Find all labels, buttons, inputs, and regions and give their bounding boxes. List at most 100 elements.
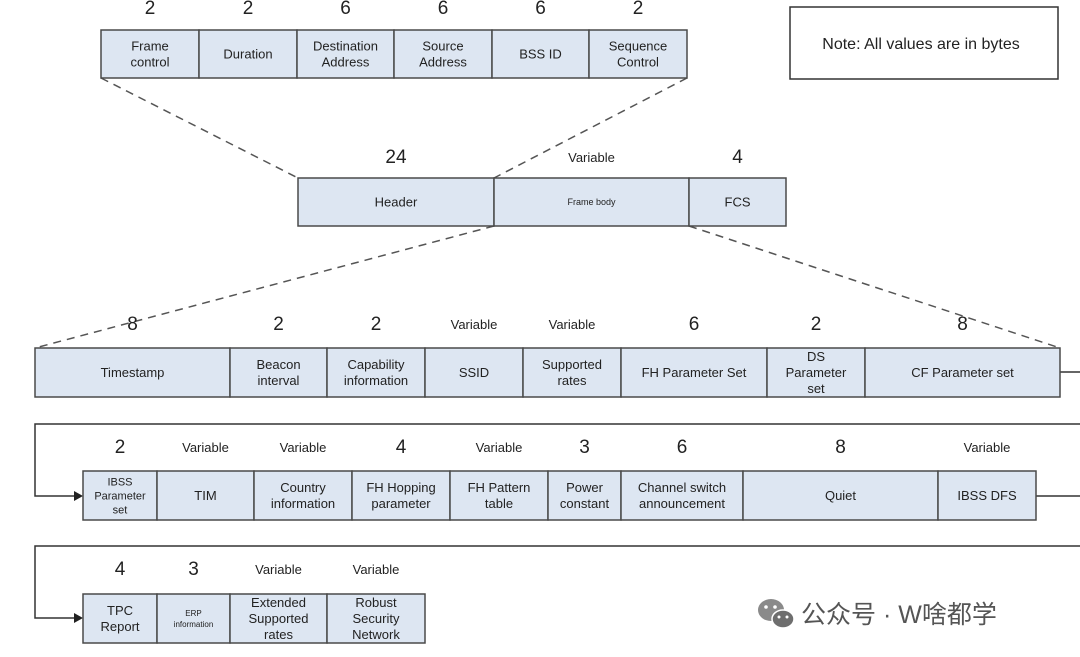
- field-size-label: Variable: [549, 317, 596, 332]
- field-size-label: 24: [385, 147, 407, 168]
- field-label: Parameter: [786, 365, 847, 380]
- field-box: [393, 29, 493, 79]
- field-label: Sequence: [609, 39, 668, 54]
- field-box: [229, 347, 328, 398]
- field-size-label: Variable: [182, 440, 229, 455]
- field-label: Duration: [223, 47, 272, 62]
- field-box: [449, 470, 549, 521]
- field-size-label: Variable: [255, 562, 302, 577]
- body-row-1-row: Timestamp8Beaconinterval2Capabilityinfor…: [34, 314, 1061, 398]
- field-size-label: 6: [438, 0, 449, 19]
- field-box: [326, 593, 426, 644]
- field-box: [100, 29, 200, 79]
- field-box: [229, 593, 328, 644]
- field-duration: Duration 2: [198, 0, 298, 79]
- wechat-icon: [758, 599, 795, 629]
- field-size-label: 3: [188, 559, 199, 580]
- field-size-label: Variable: [451, 317, 498, 332]
- field-size-label: 8: [835, 437, 846, 458]
- expand-body-left-line: [34, 225, 495, 349]
- field-label: Beacon: [256, 357, 300, 372]
- field-label: Address: [322, 55, 370, 70]
- field-label: TIM: [194, 488, 216, 503]
- field-label: Header: [375, 195, 418, 210]
- field-header: Header 24: [297, 147, 495, 227]
- field-size-label: 2: [145, 0, 156, 19]
- field-label: set: [113, 504, 128, 516]
- header-fields-row: Framecontrol2Duration2DestinationAddress…: [100, 0, 688, 79]
- row-2-wrap-line: [34, 423, 1080, 497]
- field-label: IBSS: [107, 476, 132, 488]
- field-size-label: 8: [127, 314, 138, 335]
- note-box: Note: All values are in bytes: [789, 6, 1059, 80]
- field-size-label: 6: [689, 314, 700, 335]
- field-box: [688, 177, 787, 227]
- field-size-label: 2: [243, 0, 254, 19]
- field-label: Source: [422, 39, 463, 54]
- field-label: TPC: [107, 603, 133, 618]
- field-size-label: 2: [633, 0, 644, 19]
- field-size-label: Variable: [353, 562, 400, 577]
- field-box: [351, 470, 451, 521]
- field-size-label: Variable: [280, 440, 327, 455]
- field-label: information: [174, 620, 214, 629]
- field-quiet: Quiet 8: [742, 437, 939, 521]
- field-erp-information: ERP information 3: [156, 559, 231, 644]
- field-size-label: Variable: [476, 440, 523, 455]
- field-box: [296, 29, 395, 79]
- field-label: Robust: [355, 595, 397, 610]
- field-label: FH Pattern: [468, 480, 531, 495]
- field-label: interval: [258, 373, 300, 388]
- field-box: [34, 347, 231, 398]
- field-label: information: [271, 496, 335, 511]
- field-size-label: 4: [732, 147, 743, 168]
- watermark: 公众号 · W啥都学: [758, 599, 997, 629]
- note-text: Note: All values are in bytes: [822, 36, 1019, 53]
- field-label: rates: [558, 373, 587, 388]
- field-box: [253, 470, 353, 521]
- field-label: Power: [566, 480, 604, 495]
- field-label: Destination: [313, 39, 378, 54]
- expand-header-left-line: [100, 77, 299, 179]
- field-size-label: 2: [811, 314, 822, 335]
- field-label: ERP: [185, 609, 201, 618]
- field-size-label: 3: [579, 437, 590, 458]
- field-label: Report: [100, 619, 139, 634]
- field-label: Control: [617, 55, 659, 70]
- field-label: Extended: [251, 595, 306, 610]
- field-size-label: 4: [115, 559, 126, 580]
- field-box: [937, 470, 1037, 521]
- field-label: Address: [419, 55, 467, 70]
- field-box: [198, 29, 298, 79]
- field-box: [864, 347, 1061, 398]
- field-label: FH Parameter Set: [642, 365, 747, 380]
- field-box: [424, 347, 524, 398]
- field-label: constant: [560, 496, 610, 511]
- field-label: Quiet: [825, 488, 856, 503]
- row-3-wrap-line: [34, 545, 1080, 619]
- field-label: CF Parameter set: [911, 365, 1014, 380]
- field-label: Security: [353, 611, 400, 626]
- field-label: FCS: [725, 195, 751, 210]
- field-box: [82, 470, 158, 521]
- field-size-label: 6: [340, 0, 351, 19]
